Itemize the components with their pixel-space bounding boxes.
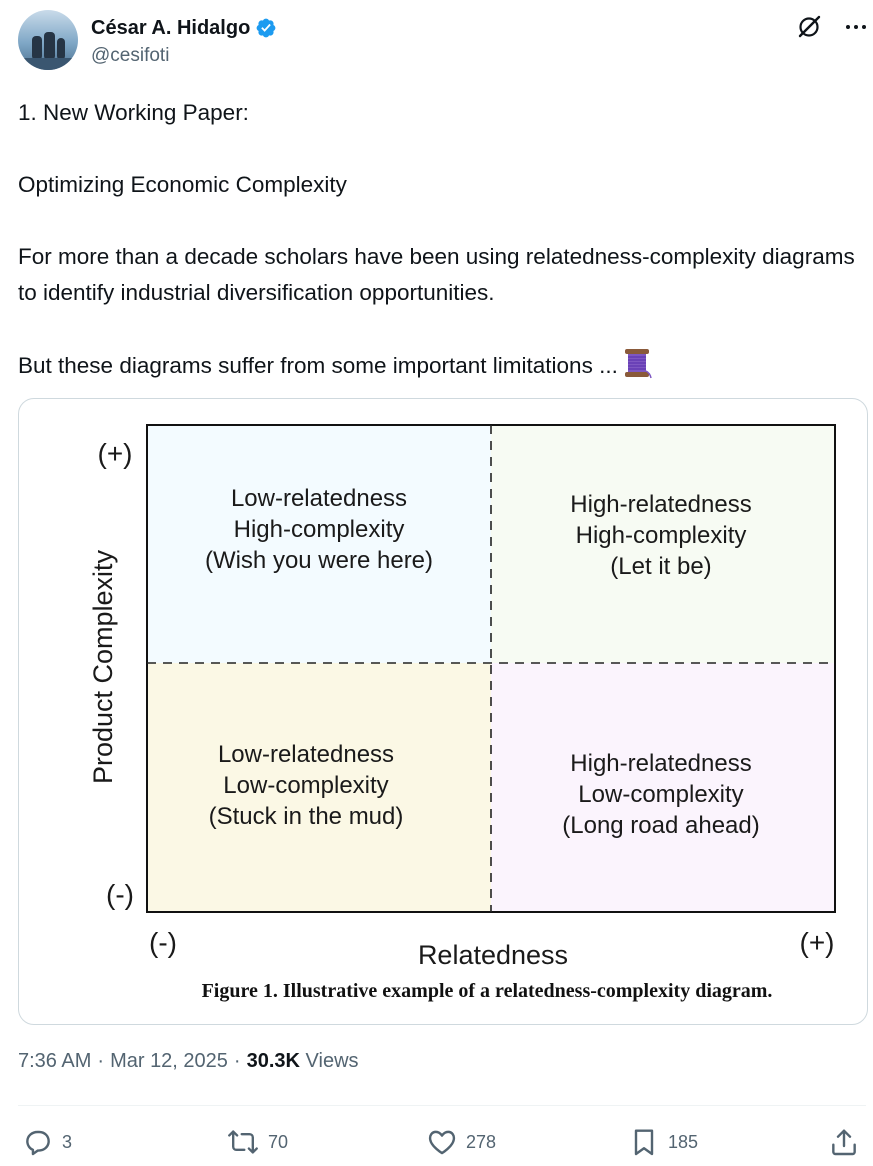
share-button[interactable]	[828, 1124, 860, 1160]
tweet-header: César A. Hidalgo @cesifoti	[18, 10, 868, 70]
quadrant-top-right	[491, 425, 835, 663]
quadrant-tl-line1: Low-relatedness	[231, 485, 407, 512]
action-bar: 3 70 278 185	[18, 1124, 866, 1160]
divider	[18, 1105, 866, 1106]
tweet-text: 1. New Working Paper: Optimizing Economi…	[18, 95, 858, 384]
figure-caption: Figure 1. Illustrative example of a rela…	[202, 980, 773, 1002]
quadrant-br-line2: Low-complexity	[578, 781, 743, 808]
spool-of-thread-icon	[624, 349, 652, 379]
quadrant-bl-line3: (Stuck in the mud)	[209, 803, 404, 830]
quadrant-br-line3: (Long road ahead)	[562, 812, 759, 839]
meta-separator: ·	[233, 1050, 241, 1072]
like-button[interactable]: 278	[426, 1124, 496, 1160]
author-name[interactable]: César A. Hidalgo	[91, 16, 251, 39]
quadrant-tr-line3: (Let it be)	[610, 553, 711, 580]
avatar[interactable]	[18, 10, 78, 70]
tweet-line: But these diagrams suffer from some impo…	[18, 353, 618, 378]
y-axis-label: Product Complexity	[88, 549, 118, 784]
quadrant-top-left	[147, 425, 491, 663]
bookmark-count: 185	[668, 1131, 699, 1152]
reply-count: 3	[62, 1131, 73, 1152]
tweet-line: 1. New Working Paper:	[18, 100, 249, 125]
verified-badge-icon	[256, 18, 276, 38]
like-count: 278	[466, 1131, 497, 1152]
quadrant-tl-line2: High-complexity	[234, 516, 405, 543]
repost-button[interactable]: 70	[226, 1124, 288, 1160]
x-axis-label: Relatedness	[418, 940, 568, 970]
reply-button[interactable]: 3	[22, 1124, 72, 1160]
bookmark-icon	[634, 1129, 654, 1156]
tweet-line-with-emoji: But these diagrams suffer from some impo…	[18, 347, 858, 384]
y-axis-plus: (+)	[98, 438, 133, 469]
quadrant-br-line1: High-relatedness	[570, 750, 751, 777]
repost-count: 70	[268, 1131, 289, 1152]
quadrant-bottom-right	[491, 663, 835, 912]
reply-icon	[26, 1130, 50, 1156]
more-icon[interactable]	[844, 15, 868, 39]
grok-icon[interactable]	[796, 14, 822, 40]
quadrant-tr-line2: High-complexity	[576, 522, 747, 549]
quadrant-bottom-left	[147, 663, 491, 912]
tweet-meta: 7:36 AM · Mar 12, 2025 · 30.3K Views	[18, 1050, 359, 1073]
top-actions	[796, 14, 868, 40]
tweet-line: Optimizing Economic Complexity	[18, 172, 347, 197]
views-count: 30.3K	[246, 1050, 300, 1072]
quadrant-tr-line1: High-relatedness	[570, 491, 751, 518]
x-axis-minus: (-)	[149, 927, 177, 958]
quadrant-tl-line3: (Wish you were here)	[205, 547, 433, 574]
tweet-media[interactable]: Low-relatedness High-complexity (Wish yo…	[18, 398, 868, 1025]
tweet-line: For more than a decade scholars have bee…	[18, 244, 855, 305]
heart-icon	[428, 1130, 456, 1155]
name-row: César A. Hidalgo	[91, 15, 277, 41]
quadrant-bl-line2: Low-complexity	[223, 772, 388, 799]
repost-icon	[228, 1130, 258, 1154]
tweet-time[interactable]: 7:36 AM	[18, 1050, 92, 1072]
y-axis-minus: (-)	[106, 879, 134, 910]
bookmark-button[interactable]: 185	[628, 1124, 698, 1160]
x-axis-plus: (+)	[800, 927, 835, 958]
author-handle[interactable]: @cesifoti	[91, 45, 170, 66]
quadrant-bl-line1: Low-relatedness	[218, 741, 394, 768]
relatedness-complexity-diagram: Low-relatedness High-complexity (Wish yo…	[88, 424, 836, 1002]
share-icon	[832, 1129, 856, 1156]
tweet-date[interactable]: Mar 12, 2025	[110, 1050, 228, 1072]
views-label: Views	[305, 1050, 359, 1072]
meta-separator: ·	[97, 1050, 105, 1072]
